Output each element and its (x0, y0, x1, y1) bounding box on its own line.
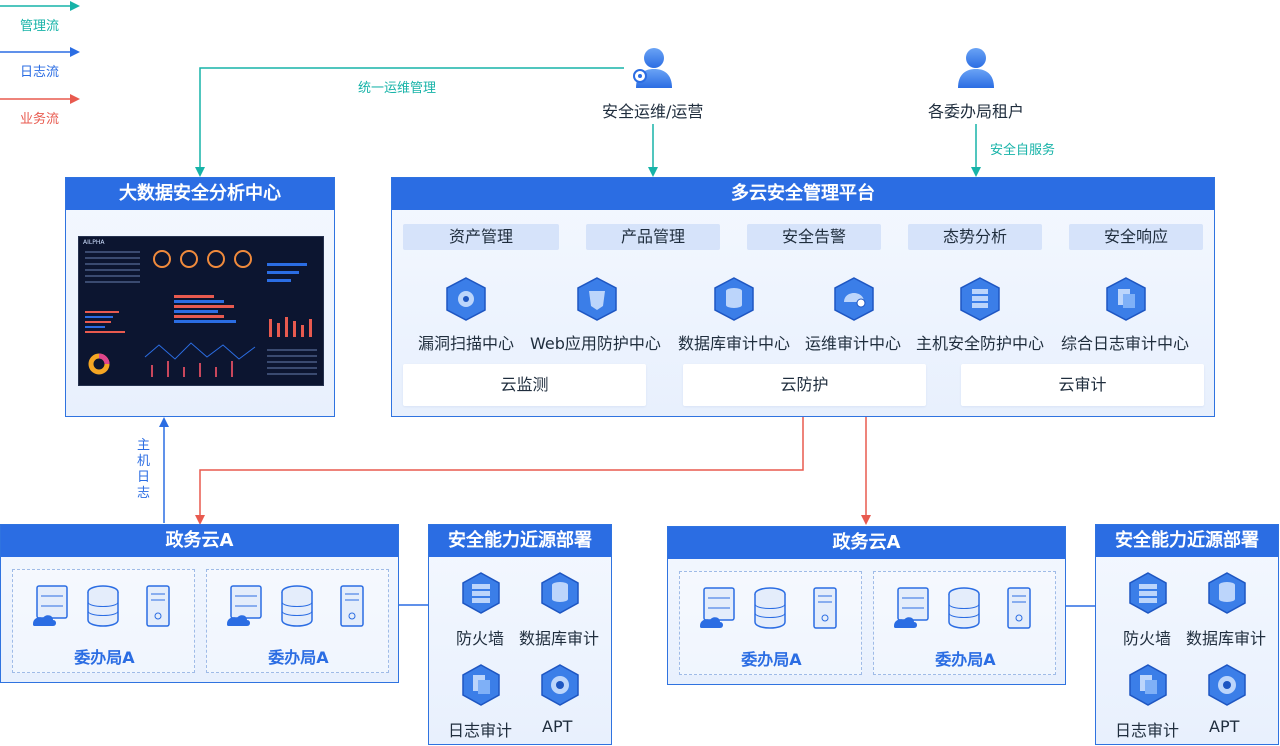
db-audit-icon (714, 277, 754, 321)
cloud-monitor-box[interactable]: 云监测 (403, 364, 646, 406)
database-icon (754, 587, 786, 629)
bureau-right-1-label: 委办局A (741, 650, 802, 669)
ops-audit-icon (834, 277, 874, 321)
firewall-icon (1129, 572, 1167, 614)
db-audit-label: 数据库审计中心 (678, 334, 791, 353)
self-service-label: 安全自服务 (990, 143, 1056, 158)
log-audit-icon (1106, 277, 1146, 321)
log-audit-label: 日志审计 (1115, 721, 1180, 740)
database-icon (281, 585, 313, 627)
gov-cloud-right-title: 政务云A (668, 527, 1065, 559)
module-security-alert[interactable]: 安全告警 (747, 224, 881, 250)
db-audit-label: 数据库审计 (1186, 629, 1267, 648)
vuln-scan-icon (446, 277, 486, 321)
db-audit-label: 数据库审计 (519, 629, 600, 648)
ops-audit-label: 运维审计中心 (805, 334, 902, 353)
firewall-label: 防火墙 (1123, 629, 1172, 648)
dashboard-preview: AILPHA (78, 236, 324, 386)
bureau-left-2: 委办局A (206, 569, 389, 673)
bigdata-center-panel: 大数据安全分析中心 AILPHA (65, 177, 335, 417)
db-audit-icon (541, 572, 579, 614)
log-audit-icon (462, 664, 500, 706)
tower-server-icon (146, 585, 170, 627)
module-security-response[interactable]: 安全响应 (1069, 224, 1203, 250)
gov-cloud-right-panel: 政务云A 委办局A (667, 526, 1066, 685)
server-cloud-icon (700, 587, 735, 628)
tower-server-icon (813, 587, 837, 629)
capability-left-title: 安全能力近源部署 (429, 525, 611, 557)
apt-icon (1208, 664, 1246, 706)
bureau-left-2-label: 委办局A (268, 648, 329, 667)
legend-log-label: 日志流 (20, 65, 60, 80)
ops-person-icon (633, 48, 672, 88)
host-protect-label: 主机安全防护中心 (916, 334, 1045, 353)
server-cloud-icon (227, 585, 262, 626)
module-product-mgmt[interactable]: 产品管理 (586, 224, 720, 250)
tenant-label: 各委办局租户 (928, 102, 1025, 121)
database-icon (87, 585, 119, 627)
bigdata-center-title: 大数据安全分析中心 (66, 178, 334, 210)
legend-biz-label: 业务流 (20, 112, 60, 127)
platform-panel: 多云安全管理平台 资产管理 产品管理 安全告警 态势分析 安全响应 漏洞扫描中心… (391, 177, 1215, 417)
server-cloud-icon (894, 587, 929, 628)
tenant-person-icon (958, 48, 994, 88)
cloud-protect-box[interactable]: 云防护 (683, 364, 926, 406)
ops-label: 安全运维/运营 (602, 102, 704, 121)
capability-right-panel: 安全能力近源部署 防火墙 数据库审计 日志审计 APT (1095, 524, 1279, 745)
bureau-right-2-label: 委办局A (935, 650, 996, 669)
bureau-right-2: 委办局A (873, 571, 1056, 675)
module-asset-mgmt[interactable]: 资产管理 (403, 224, 559, 250)
apt-icon (541, 664, 579, 706)
capability-right-title: 安全能力近源部署 (1096, 525, 1278, 557)
firewall-icon (462, 572, 500, 614)
bureau-right-1: 委办局A (679, 571, 862, 675)
log-audit-icon (1129, 664, 1167, 706)
vuln-scan-label: 漏洞扫描中心 (418, 334, 515, 353)
log-audit-label: 综合日志审计中心 (1061, 334, 1190, 353)
host-log-label: 主机日志 (137, 438, 151, 501)
bureau-left-1-label: 委办局A (74, 648, 135, 667)
waf-label: Web应用防护中心 (530, 334, 661, 353)
apt-label: APT (1209, 717, 1240, 736)
module-situation-analysis[interactable]: 态势分析 (908, 224, 1042, 250)
dashboard-brand: AILPHA (83, 239, 105, 246)
tower-server-icon (1007, 587, 1031, 629)
tower-server-icon (340, 585, 364, 627)
unified-ops-label: 统一运维管理 (358, 81, 437, 96)
cloud-audit-box[interactable]: 云审计 (961, 364, 1204, 406)
gov-cloud-left-title: 政务云A (1, 525, 398, 557)
capability-left-panel: 安全能力近源部署 防火墙 数据库审计 日志审计 APT (428, 524, 612, 745)
waf-icon (577, 277, 617, 321)
db-audit-icon (1208, 572, 1246, 614)
gov-cloud-left-panel: 政务云A 委办局A (0, 524, 399, 683)
firewall-label: 防火墙 (456, 629, 505, 648)
legend-mgmt-label: 管理流 (20, 19, 60, 34)
apt-label: APT (542, 717, 573, 736)
dashboard-graphic (85, 250, 317, 377)
host-protect-icon (960, 277, 1000, 321)
bureau-left-1: 委办局A (12, 569, 195, 673)
log-audit-label: 日志审计 (448, 721, 513, 740)
line-biz-left (195, 416, 804, 525)
server-cloud-icon (33, 585, 68, 626)
platform-title: 多云安全管理平台 (392, 178, 1214, 210)
database-icon (948, 587, 980, 629)
